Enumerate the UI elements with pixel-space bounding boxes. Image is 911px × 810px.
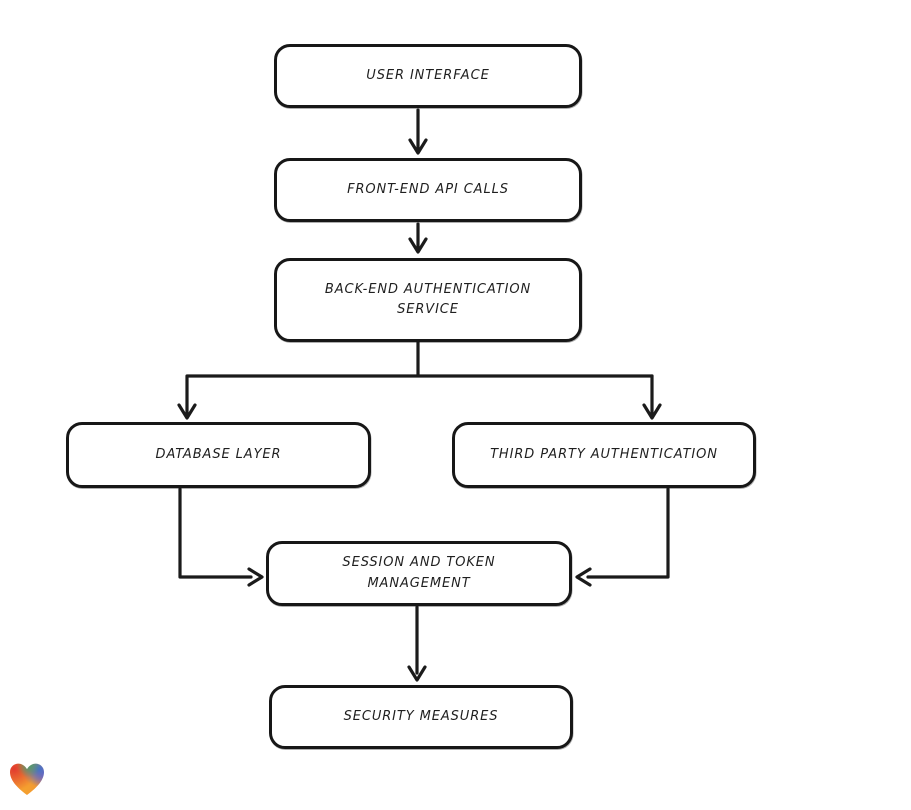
node-label: FRONT-END API CALLS [347, 181, 509, 197]
node-label: SECURITY MEASURES [343, 708, 499, 724]
heart-logo[interactable] [8, 761, 46, 797]
node-front-end-api-calls[interactable]: FRONT-END API CALLS [274, 158, 582, 222]
edge-front-end-api-calls-to-back-end-authentication-service [408, 222, 428, 254]
node-database-layer[interactable]: DATABASE LAYER [66, 422, 371, 488]
node-label: THIRD PARTY AUTHENTICATION [490, 446, 718, 462]
edge-back-end-authentication-service-to-database-layer [177, 340, 654, 420]
node-third-party-authentication[interactable]: THIRD PARTY AUTHENTICATION [452, 422, 756, 488]
node-back-end-authentication-service[interactable]: BACK-END AUTHENTICATION SERVICE [274, 258, 582, 342]
node-label: SESSION AND TOKEN MANAGEMENT [342, 555, 496, 591]
edge-session-and-token-management-to-security-measures [407, 605, 427, 682]
edge-back-end-authentication-service-to-third-party-authentication [642, 374, 662, 420]
node-security-measures[interactable]: SECURITY MEASURES [269, 685, 573, 749]
node-label: DATABASE LAYER [155, 446, 282, 462]
node-session-and-token-management[interactable]: SESSION AND TOKEN MANAGEMENT [266, 541, 572, 606]
node-label: USER INTERFACE [366, 67, 490, 83]
edge-database-layer-to-session-and-token-management [178, 487, 264, 587]
node-label: BACK-END AUTHENTICATION SERVICE [324, 281, 532, 317]
edge-user-interface-to-front-end-api-calls [408, 108, 428, 155]
edge-third-party-authentication-to-session-and-token-management [575, 487, 670, 587]
node-user-interface[interactable]: USER INTERFACE [274, 44, 582, 108]
